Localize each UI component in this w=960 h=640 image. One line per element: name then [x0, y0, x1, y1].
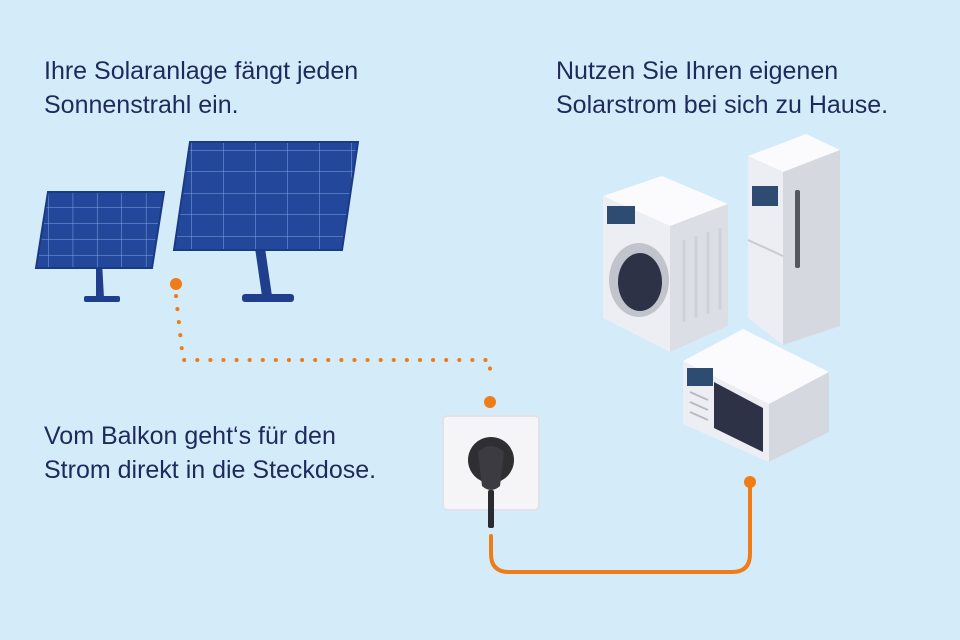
solar-panel-small-icon [34, 191, 166, 302]
caption-plug-line1: Vom Balkon geht‘s für den [44, 422, 336, 450]
caption-home-line2: Solarstrom bei sich zu Hause. [556, 91, 889, 119]
caption-home-line1: Nutzen Sie Ihren eigenen [556, 57, 839, 85]
fridge-icon [747, 134, 840, 345]
washing-machine-icon [603, 176, 728, 352]
dotted-wire [170, 278, 496, 408]
wire-end-dot [744, 476, 756, 488]
solid-wire [489, 482, 752, 574]
caption-solar-panels: Ihre Solaranlage fängt jeden Sonnenstrah… [44, 54, 358, 122]
solar-panel-large-icon [172, 141, 360, 302]
caption-plug-line2: Strom direkt in die Steckdose. [44, 456, 377, 484]
caption-socket: Vom Balkon geht‘s für den Strom direkt i… [44, 419, 376, 487]
caption-home-use: Nutzen Sie Ihren eigenen Solarstrom bei … [556, 54, 888, 122]
plug-icon [468, 437, 514, 528]
microwave-icon [683, 329, 829, 462]
caption-solar-line1: Ihre Solaranlage fängt jeden [44, 57, 359, 85]
caption-solar-line2: Sonnenstrahl ein. [44, 91, 239, 119]
